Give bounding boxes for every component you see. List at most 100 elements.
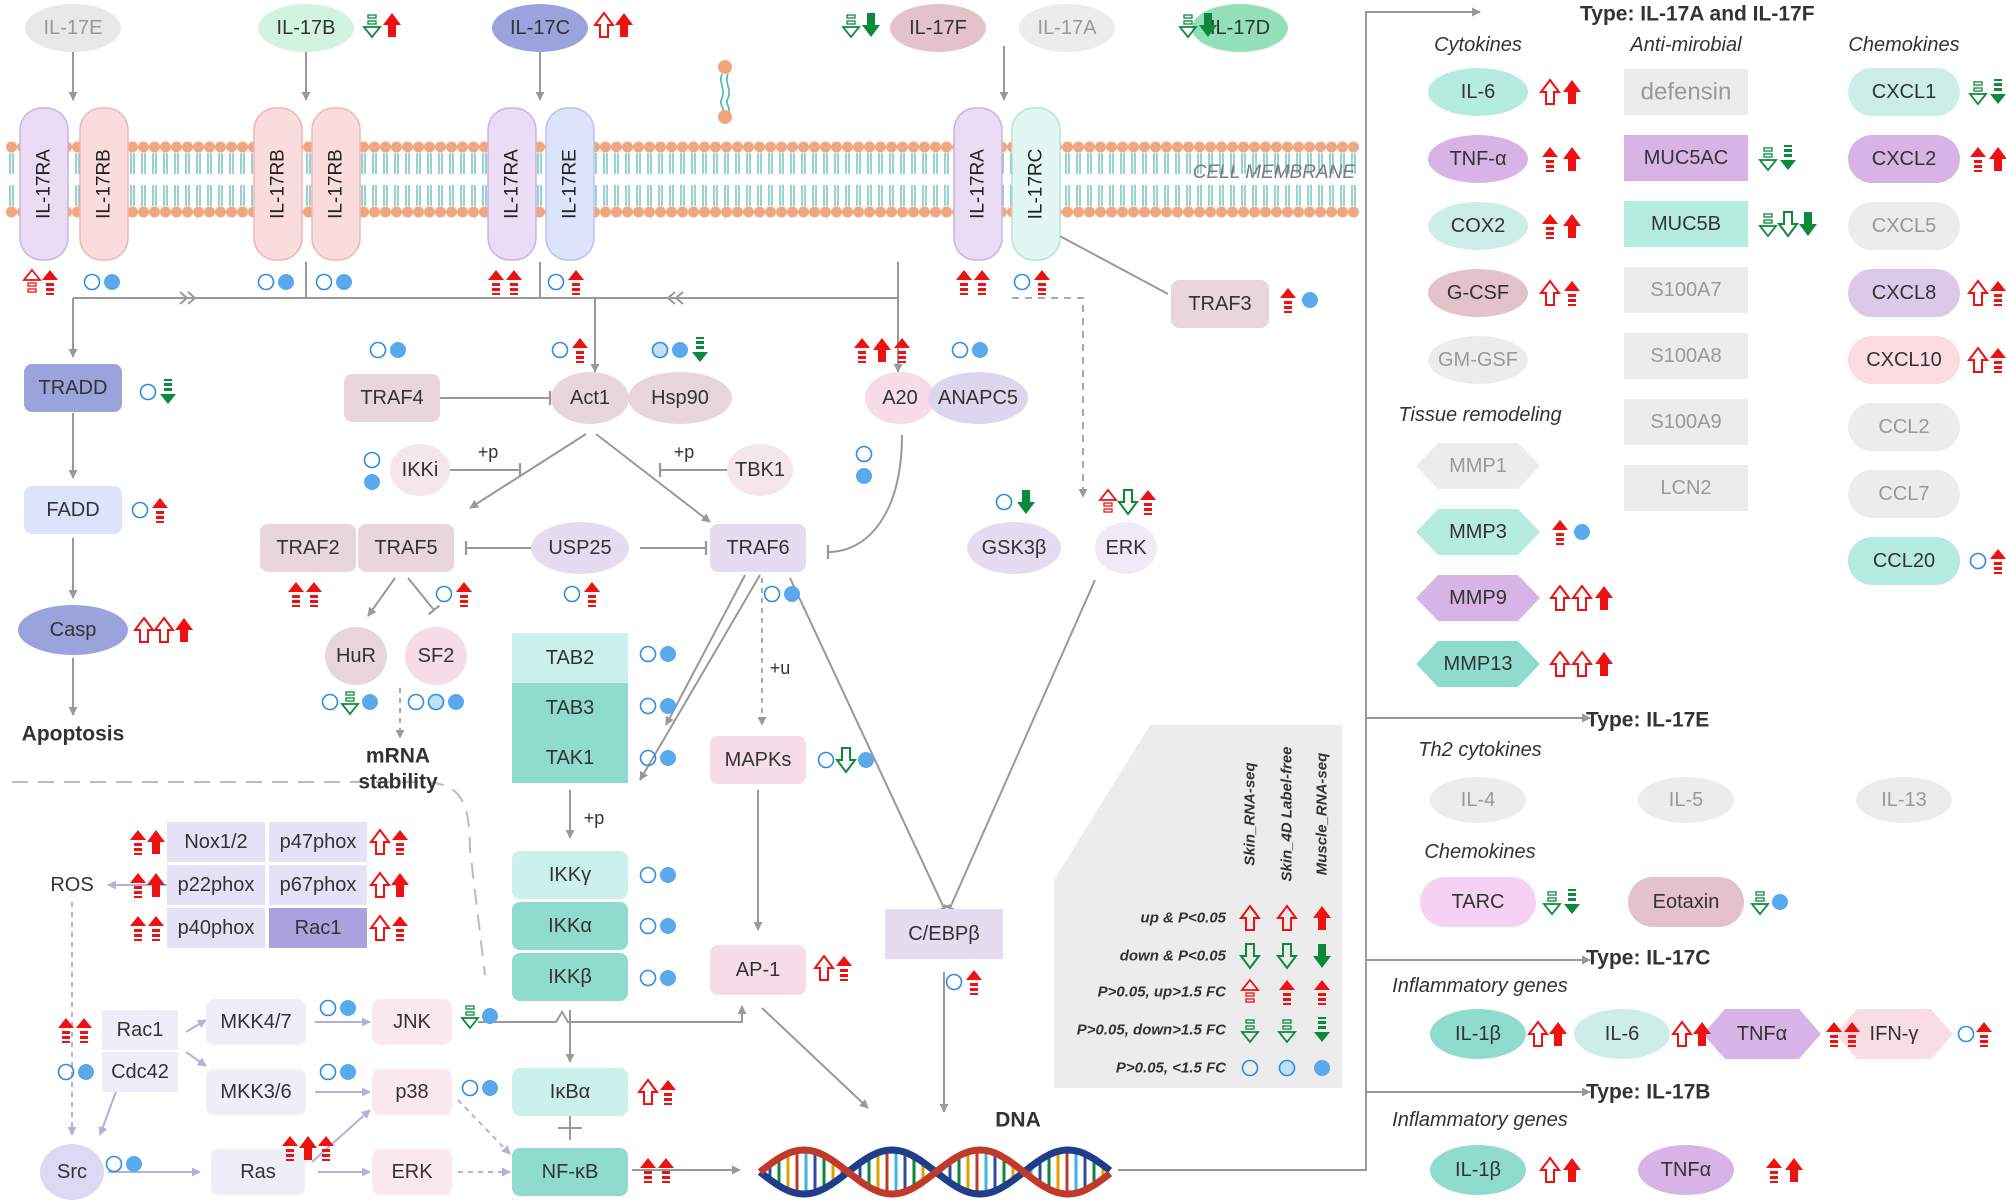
receptor-label: IL-17RA — [502, 149, 523, 219]
node-gsk3b-label: GSK3β — [982, 537, 1047, 559]
cytokine-node-label: TNF-α — [1449, 148, 1506, 170]
down-arrow-icon — [862, 13, 880, 37]
up-arrow-icon — [1539, 78, 1561, 105]
node-nfkb: NF-κB — [512, 1148, 628, 1196]
up-arrow-icon — [288, 582, 304, 607]
no-change-circle-icon — [139, 383, 157, 401]
node-nox12: Nox1/2 — [167, 822, 265, 862]
up-arrow-icon — [1976, 1022, 1992, 1047]
node-ikba: IκBα — [512, 1068, 628, 1116]
no-change-circle-icon — [563, 585, 581, 603]
up-arrow-icon — [1549, 1022, 1567, 1046]
chemokine-node: CCL7 — [1848, 470, 1960, 518]
up-arrow-icon — [836, 956, 852, 981]
down-arrow-icon — [1313, 944, 1331, 968]
antimicrobial-node-label: MUC5B — [1651, 213, 1721, 235]
node-erk: ERK — [1095, 522, 1157, 574]
no-change-circle-icon — [639, 749, 657, 767]
node-p47phox-label: p47phox — [280, 831, 357, 853]
node-erk-label: ERK — [1105, 537, 1147, 559]
node-traf2-label: TRAF2 — [276, 537, 339, 559]
th2-cytokine-node: IL-4 — [1430, 777, 1526, 823]
ligand-label: IL-17B — [277, 17, 336, 39]
node-ikkg-label: IKKγ — [549, 864, 591, 886]
up-arrow-icon — [873, 338, 891, 362]
up-arrow-icon — [152, 498, 168, 523]
node-traf3-label: TRAF3 — [1188, 293, 1251, 315]
up-arrow-icon — [130, 830, 146, 855]
up-arrow-icon — [22, 268, 42, 293]
no-change-circle-icon — [639, 917, 657, 935]
up-arrow-icon — [1571, 584, 1593, 611]
node-cdc42-label: Cdc42 — [111, 1061, 169, 1083]
no-change-circle-icon — [995, 493, 1013, 511]
down-arrow-icon — [1968, 81, 1988, 106]
down-arrow-icon — [1277, 1019, 1297, 1044]
chemokine-node: CCL2 — [1848, 403, 1960, 451]
up-arrow-icon — [615, 13, 633, 37]
no-change-circle-icon — [482, 1080, 498, 1096]
node-ikkg: IKKγ — [512, 851, 628, 899]
no-change-circle-icon — [369, 341, 387, 359]
no-change-circle-icon — [1278, 1059, 1296, 1077]
receptor-il-17rb: IL-17RB — [253, 107, 303, 261]
up-arrow-icon — [1314, 980, 1330, 1005]
no-change-circle-icon — [340, 1000, 356, 1016]
up-arrow-icon — [369, 871, 391, 898]
antimicrobial-node: S100A9 — [1624, 399, 1748, 445]
chemokine-node: CXCL2 — [1848, 135, 1960, 183]
no-change-circle-icon — [278, 274, 294, 290]
cytokine-node: GM-GSF — [1428, 336, 1528, 384]
receptor-label: IL-17RE — [560, 149, 581, 219]
ligand-il-17a: IL-17A — [1019, 4, 1115, 52]
up-arrow-icon — [318, 1136, 334, 1161]
up-arrow-icon — [369, 828, 391, 855]
no-change-circle-icon — [1969, 552, 1987, 570]
legend-column-label: Muscle_RNA-seq — [1314, 753, 1331, 876]
receptor-il-17ra: IL-17RA — [487, 107, 537, 261]
node-usp25: USP25 — [531, 522, 629, 574]
cell-membrane-label: CELL MEMBRANE — [1193, 162, 1356, 183]
up-arrow-icon — [1239, 904, 1261, 931]
legend-column-label: Skin_RNA-seq — [1242, 762, 1259, 865]
node-tab3-label: TAB3 — [546, 697, 595, 719]
antimicrobial-node-label: MUC5AC — [1644, 147, 1728, 169]
up-arrow-icon — [1571, 650, 1593, 677]
down-arrow-icon — [1239, 943, 1261, 970]
inflammatory-gene-node-label: IL-1β — [1455, 1159, 1501, 1181]
tissue-remodeling-node: MMP1 — [1416, 443, 1540, 489]
node-ikki-label: IKKi — [402, 459, 439, 481]
th2-cytokine-node: IL-13 — [1856, 777, 1952, 823]
up-arrow-icon — [130, 873, 146, 898]
legend-row-label: P>0.05, up>1.5 FC — [1098, 984, 1228, 1001]
up-arrow-icon — [1527, 1020, 1549, 1047]
no-change-circle-icon — [340, 1064, 356, 1080]
no-change-circle-icon — [321, 693, 339, 711]
up-arrow-icon — [572, 338, 588, 363]
down-arrow-icon — [1799, 212, 1817, 236]
phosphorylation-label: +p — [584, 808, 605, 828]
node-mkk36-label: MKK3/6 — [220, 1081, 291, 1103]
up-arrow-icon — [974, 270, 990, 295]
no-change-circle-icon — [390, 342, 406, 358]
node-nox12-label: Nox1/2 — [184, 831, 247, 853]
up-arrow-icon — [1539, 279, 1561, 306]
no-change-circle-icon — [315, 273, 333, 291]
no-change-circle-icon — [784, 586, 800, 602]
tissue-remodeling-node-label: MMP1 — [1449, 455, 1507, 477]
tissue-remodeling-node-label: MMP3 — [1449, 521, 1507, 543]
section-title: Th2 cytokines — [1418, 739, 1541, 761]
pathway-edges — [12, 7, 1591, 1177]
down-arrow-icon — [1758, 147, 1778, 172]
no-change-circle-icon — [639, 969, 657, 987]
up-arrow-icon — [1552, 520, 1568, 545]
no-change-circle-icon — [448, 694, 464, 710]
up-arrow-icon — [640, 1158, 656, 1183]
antimicrobial-node: S100A7 — [1624, 267, 1748, 313]
chemokine-node-label: CXCL5 — [1872, 215, 1936, 237]
no-change-circle-icon — [319, 1063, 337, 1081]
node-traf6-label: TRAF6 — [726, 537, 789, 559]
no-change-circle-icon — [856, 468, 872, 484]
dna-label: DNA — [995, 1109, 1041, 1132]
legend-row-label: down & P<0.05 — [1120, 948, 1227, 965]
